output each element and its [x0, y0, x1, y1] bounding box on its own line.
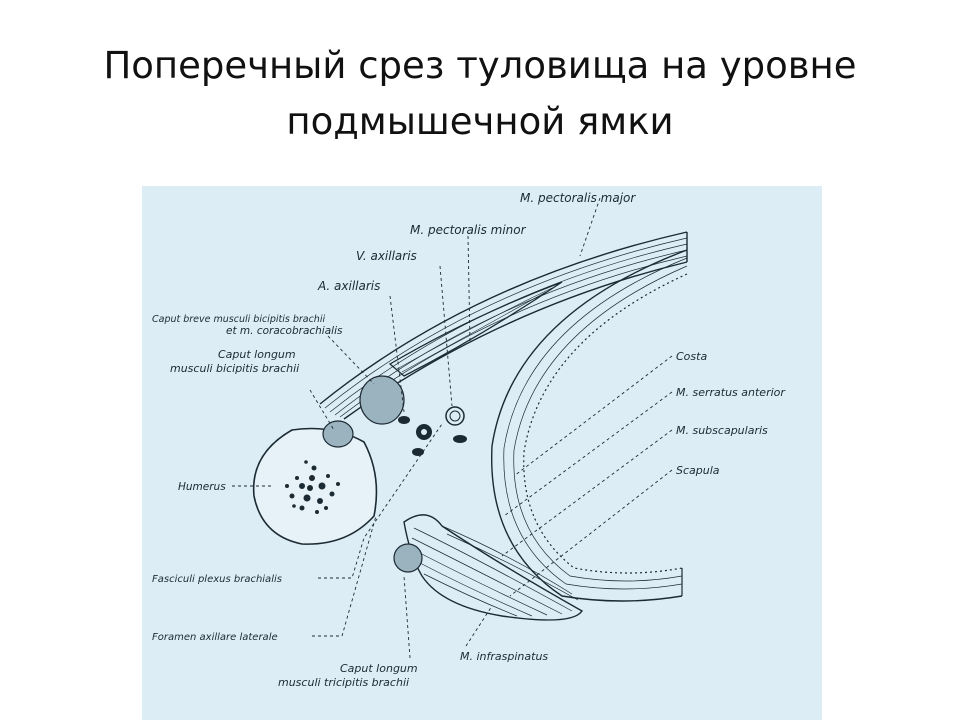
- label-caput-longum-biceps-1: Caput longum: [218, 348, 296, 361]
- leader-lines: [232, 197, 673, 659]
- label-infraspinatus: M. infraspinatus: [460, 650, 548, 663]
- label-subscapularis: M. subscapularis: [676, 424, 768, 437]
- label-caput-breve-1: Caput breve musculi bicipitis brachii: [152, 314, 325, 325]
- slide-title: Поперечный срез туловища на уровне подмы…: [0, 38, 960, 150]
- cross-section-diagram: M. pectoralis major M. pectoralis minor …: [152, 191, 786, 689]
- label-costa: Costa: [676, 350, 707, 363]
- costa-shape: [490, 249, 688, 602]
- caput-breve-shape: [359, 375, 405, 425]
- label-pectoralis-minor: M. pectoralis minor: [410, 223, 527, 237]
- caput-longum-biceps-shape: [322, 420, 354, 448]
- label-scapula: Scapula: [676, 464, 720, 477]
- label-caput-breve-2: et m. coracobrachialis: [226, 325, 343, 337]
- anatomy-figure: M. pectoralis major M. pectoralis minor …: [142, 186, 822, 720]
- label-pectoralis-major: M. pectoralis major: [520, 191, 636, 205]
- label-caput-longum-biceps-2: musculi bicipitis brachii: [170, 362, 299, 375]
- title-line-2: подмышечной ямки: [286, 100, 674, 143]
- title-line-1: Поперечный срез туловища на уровне: [103, 44, 857, 87]
- scapula-shape: [403, 514, 584, 621]
- axillary-vessels: [398, 406, 467, 456]
- label-caput-longum-triceps-2: musculi tricipitis brachii: [278, 676, 409, 689]
- caput-longum-triceps-shape: [393, 543, 423, 573]
- label-fasciculi: Fasciculi plexus brachialis: [152, 574, 282, 585]
- label-a-axillaris: A. axillaris: [317, 279, 380, 293]
- humerus-shape: [252, 427, 378, 545]
- pectoralis-minor-shape: [388, 281, 563, 377]
- label-humerus: Humerus: [178, 481, 226, 493]
- label-caput-longum-triceps-1: Caput longum: [340, 662, 418, 675]
- label-v-axillaris: V. axillaris: [356, 249, 417, 263]
- label-foramen: Foramen axillare laterale: [152, 632, 278, 643]
- label-serratus-anterior: M. serratus anterior: [676, 386, 786, 399]
